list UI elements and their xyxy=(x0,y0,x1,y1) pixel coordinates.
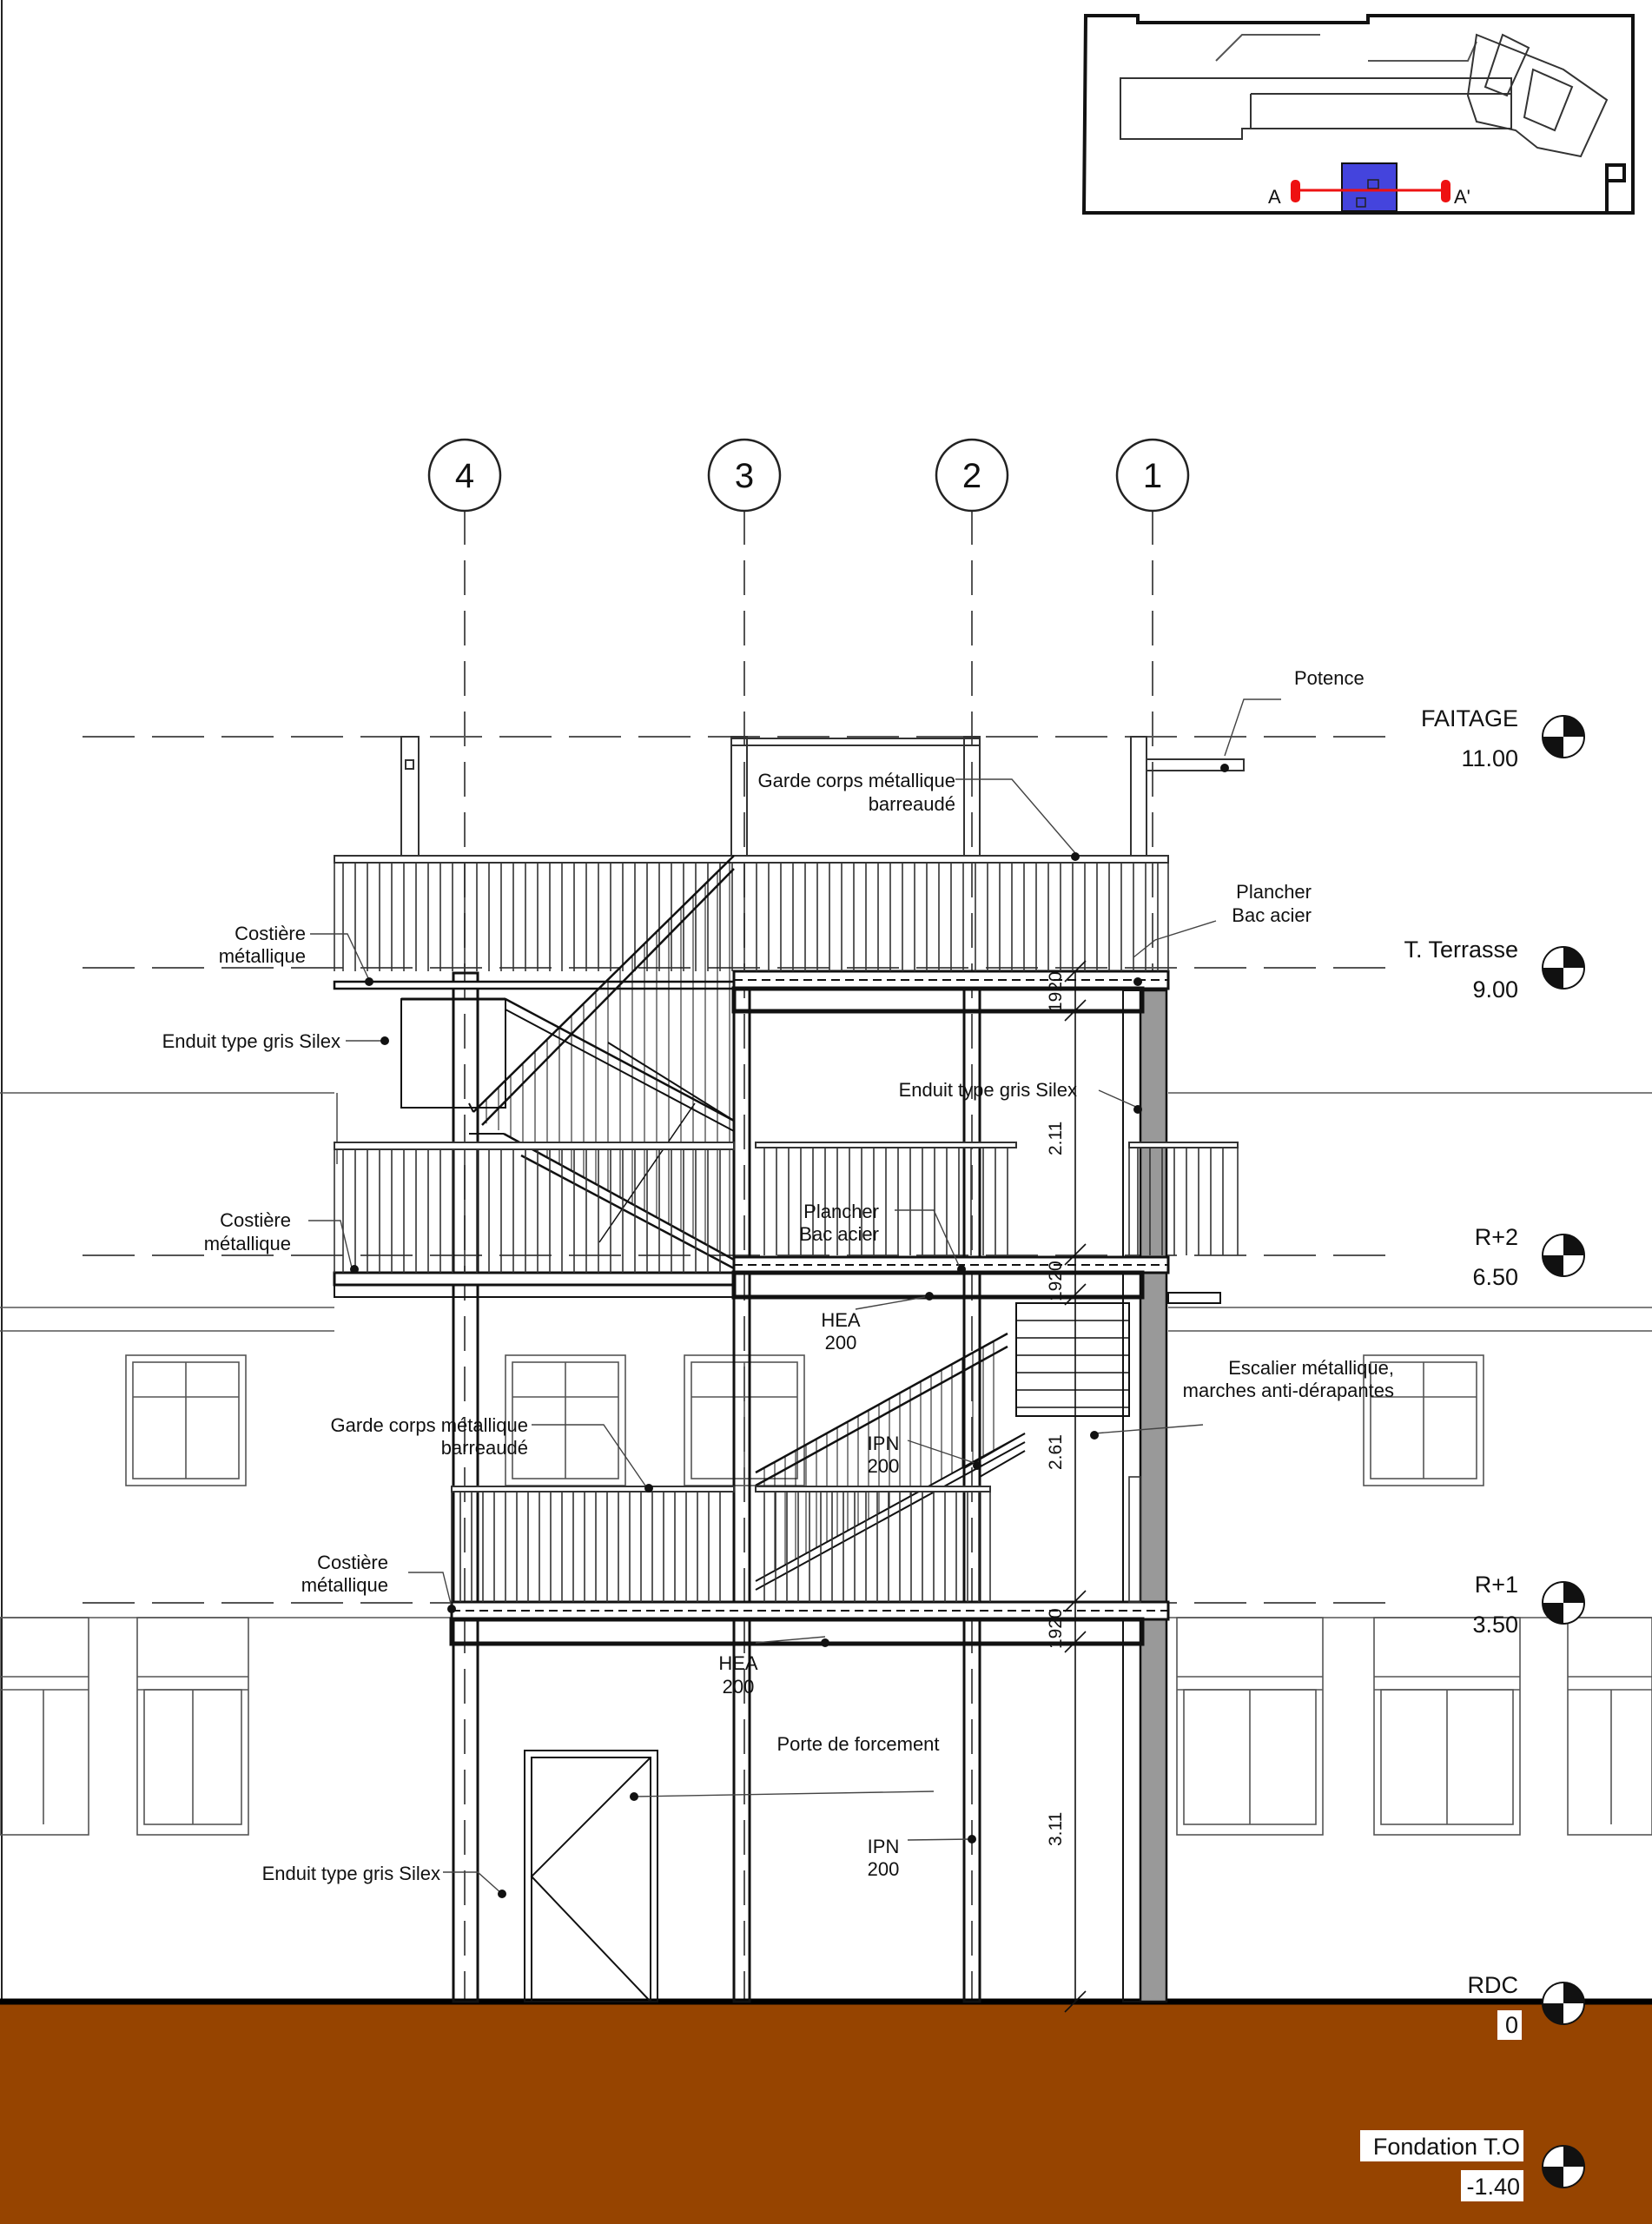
label-porte: Porte de forcement xyxy=(776,1733,939,1755)
annotation-leaders xyxy=(308,698,1281,1895)
railing-terrasse xyxy=(334,855,1169,971)
grid-axes: 4 3 2 1 xyxy=(427,438,1190,2137)
grid-bubble-2: 2 xyxy=(935,438,1009,513)
level-r2: R+2 6.50 xyxy=(1472,1224,1585,1290)
level-faitage: FAITAGE 11.00 xyxy=(1421,705,1585,771)
grid-bubble-4: 4 xyxy=(427,438,502,513)
key-plan-highlight xyxy=(1341,162,1398,212)
level-r1: R+1 3.50 xyxy=(1472,1572,1585,1638)
dim-height-mid: 2.61 xyxy=(1046,1434,1066,1470)
slab-terrasse xyxy=(333,970,1170,1014)
level-markers: FAITAGE 11.00 T. Terrasse 9.00 R+2 6.50 … xyxy=(1360,705,1585,2201)
grid-bubble-1: 1 xyxy=(1115,438,1190,513)
label-hea-mid-1: HEA xyxy=(821,1309,861,1331)
level-elev-r1: 3.50 xyxy=(1472,1612,1518,1638)
label-ipn-low-1: IPN xyxy=(868,1836,900,1857)
label-garde-corps-mid-1: Garde corps métallique xyxy=(331,1414,528,1436)
level-symbol-terrasse xyxy=(1542,946,1585,990)
level-rdc: RDC 0 xyxy=(1468,1972,1585,2040)
grid-label-2: 2 xyxy=(962,457,981,495)
label-plancher-mid-2: Bac acier xyxy=(799,1223,879,1245)
level-name-terrasse: T. Terrasse xyxy=(1404,937,1518,963)
label-garde-corps-top-2: barreaudé xyxy=(869,793,955,815)
steel-structure xyxy=(333,736,1245,2013)
level-symbol-r1 xyxy=(1542,1581,1585,1625)
porte-de-forcement xyxy=(524,1750,658,2002)
grid-bubble-3: 3 xyxy=(707,438,782,513)
grid-label-1: 1 xyxy=(1143,457,1162,495)
level-symbol-r2 xyxy=(1542,1234,1585,1277)
annotation-dots xyxy=(350,764,1229,1898)
level-elev-r2: 6.50 xyxy=(1472,1264,1518,1290)
stair-flight-lower xyxy=(755,1302,1130,1591)
label-garde-corps-top-1: Garde corps métallique xyxy=(758,770,955,791)
level-name-fondation: Fondation T.O xyxy=(1373,2134,1520,2160)
section-marker-a-prime xyxy=(1441,180,1450,202)
railing-r1 xyxy=(451,1476,1141,1603)
label-costiere-top-1: Costière xyxy=(235,923,306,944)
section-label-a: A xyxy=(1268,186,1281,208)
annotations: Potence Garde corps métallique barreaudé… xyxy=(162,667,1394,1884)
level-elev-rdc: 0 xyxy=(1505,2012,1518,2038)
label-garde-corps-mid-2: barreaudé xyxy=(441,1437,528,1459)
ground-fill xyxy=(0,2002,1652,2224)
label-ipn-mid-2: 200 xyxy=(868,1455,900,1477)
label-potence: Potence xyxy=(1294,667,1365,689)
label-escalier-1: Escalier métallique, xyxy=(1228,1357,1394,1379)
label-enduit-left-top: Enduit type gris Silex xyxy=(162,1030,340,1052)
grid-label-3: 3 xyxy=(735,457,754,495)
label-costiere-mid-2: métallique xyxy=(204,1233,291,1254)
dim-height-low: 3.11 xyxy=(1046,1812,1066,1846)
slab-r2 xyxy=(333,1255,1221,1304)
dimension-chain xyxy=(1064,960,1087,2013)
label-costiere-top-2: métallique xyxy=(219,945,306,967)
label-ipn-mid-1: IPN xyxy=(868,1433,900,1454)
level-fondation: Fondation T.O -1.40 xyxy=(1360,2130,1585,2201)
dim-slab-low: 1920 xyxy=(1046,1608,1066,1649)
potence-beam xyxy=(1146,758,1245,771)
label-plancher-top-1: Plancher xyxy=(1236,881,1312,903)
level-name-faitage: FAITAGE xyxy=(1421,705,1518,731)
label-hea-low-2: 200 xyxy=(723,1676,755,1698)
label-hea-low-1: HEA xyxy=(718,1652,758,1674)
dim-slab-top: 1920 xyxy=(1046,971,1066,1012)
level-elev-fondation: -1.40 xyxy=(1466,2174,1520,2200)
column-axis-3 xyxy=(732,971,751,2003)
level-symbol-fondation xyxy=(1542,2145,1585,2188)
label-enduit-left-low: Enduit type gris Silex xyxy=(262,1863,440,1884)
level-name-r1: R+1 xyxy=(1475,1572,1518,1598)
background-building xyxy=(0,1092,1652,1836)
label-plancher-top-2: Bac acier xyxy=(1232,904,1312,926)
label-hea-mid-2: 200 xyxy=(825,1332,857,1354)
label-costiere-low-1: Costière xyxy=(317,1552,388,1573)
label-plancher-mid-1: Plancher xyxy=(803,1201,879,1222)
level-elev-faitage: 11.00 xyxy=(1461,745,1518,771)
dim-slab-mid: 1920 xyxy=(1046,1261,1066,1301)
level-name-r2: R+2 xyxy=(1475,1224,1518,1250)
label-costiere-mid-1: Costière xyxy=(220,1209,291,1231)
level-symbol-rdc xyxy=(1542,1982,1585,2025)
level-symbol-faitage xyxy=(1542,715,1585,758)
level-elev-terrasse: 9.00 xyxy=(1472,976,1518,1003)
label-escalier-2: marches anti-dérapantes xyxy=(1183,1380,1394,1401)
railing-r2 xyxy=(334,1142,1239,1273)
key-plan: A A' xyxy=(1081,14,1635,215)
section-marker-a xyxy=(1291,180,1300,202)
dim-height-top: 2.11 xyxy=(1046,1122,1066,1155)
label-costiere-low-2: métallique xyxy=(301,1574,388,1596)
label-enduit-right: Enduit type gris Silex xyxy=(899,1079,1077,1101)
level-name-rdc: RDC xyxy=(1468,1972,1519,1998)
section-label-a-prime: A' xyxy=(1454,186,1470,208)
label-ipn-low-2: 200 xyxy=(868,1858,900,1880)
level-terrasse: T. Terrasse 9.00 xyxy=(1404,937,1585,1003)
dimension-labels: 1920 2.11 1920 2.61 1920 3.11 xyxy=(1046,971,1066,1846)
grid-label-4: 4 xyxy=(455,457,474,495)
